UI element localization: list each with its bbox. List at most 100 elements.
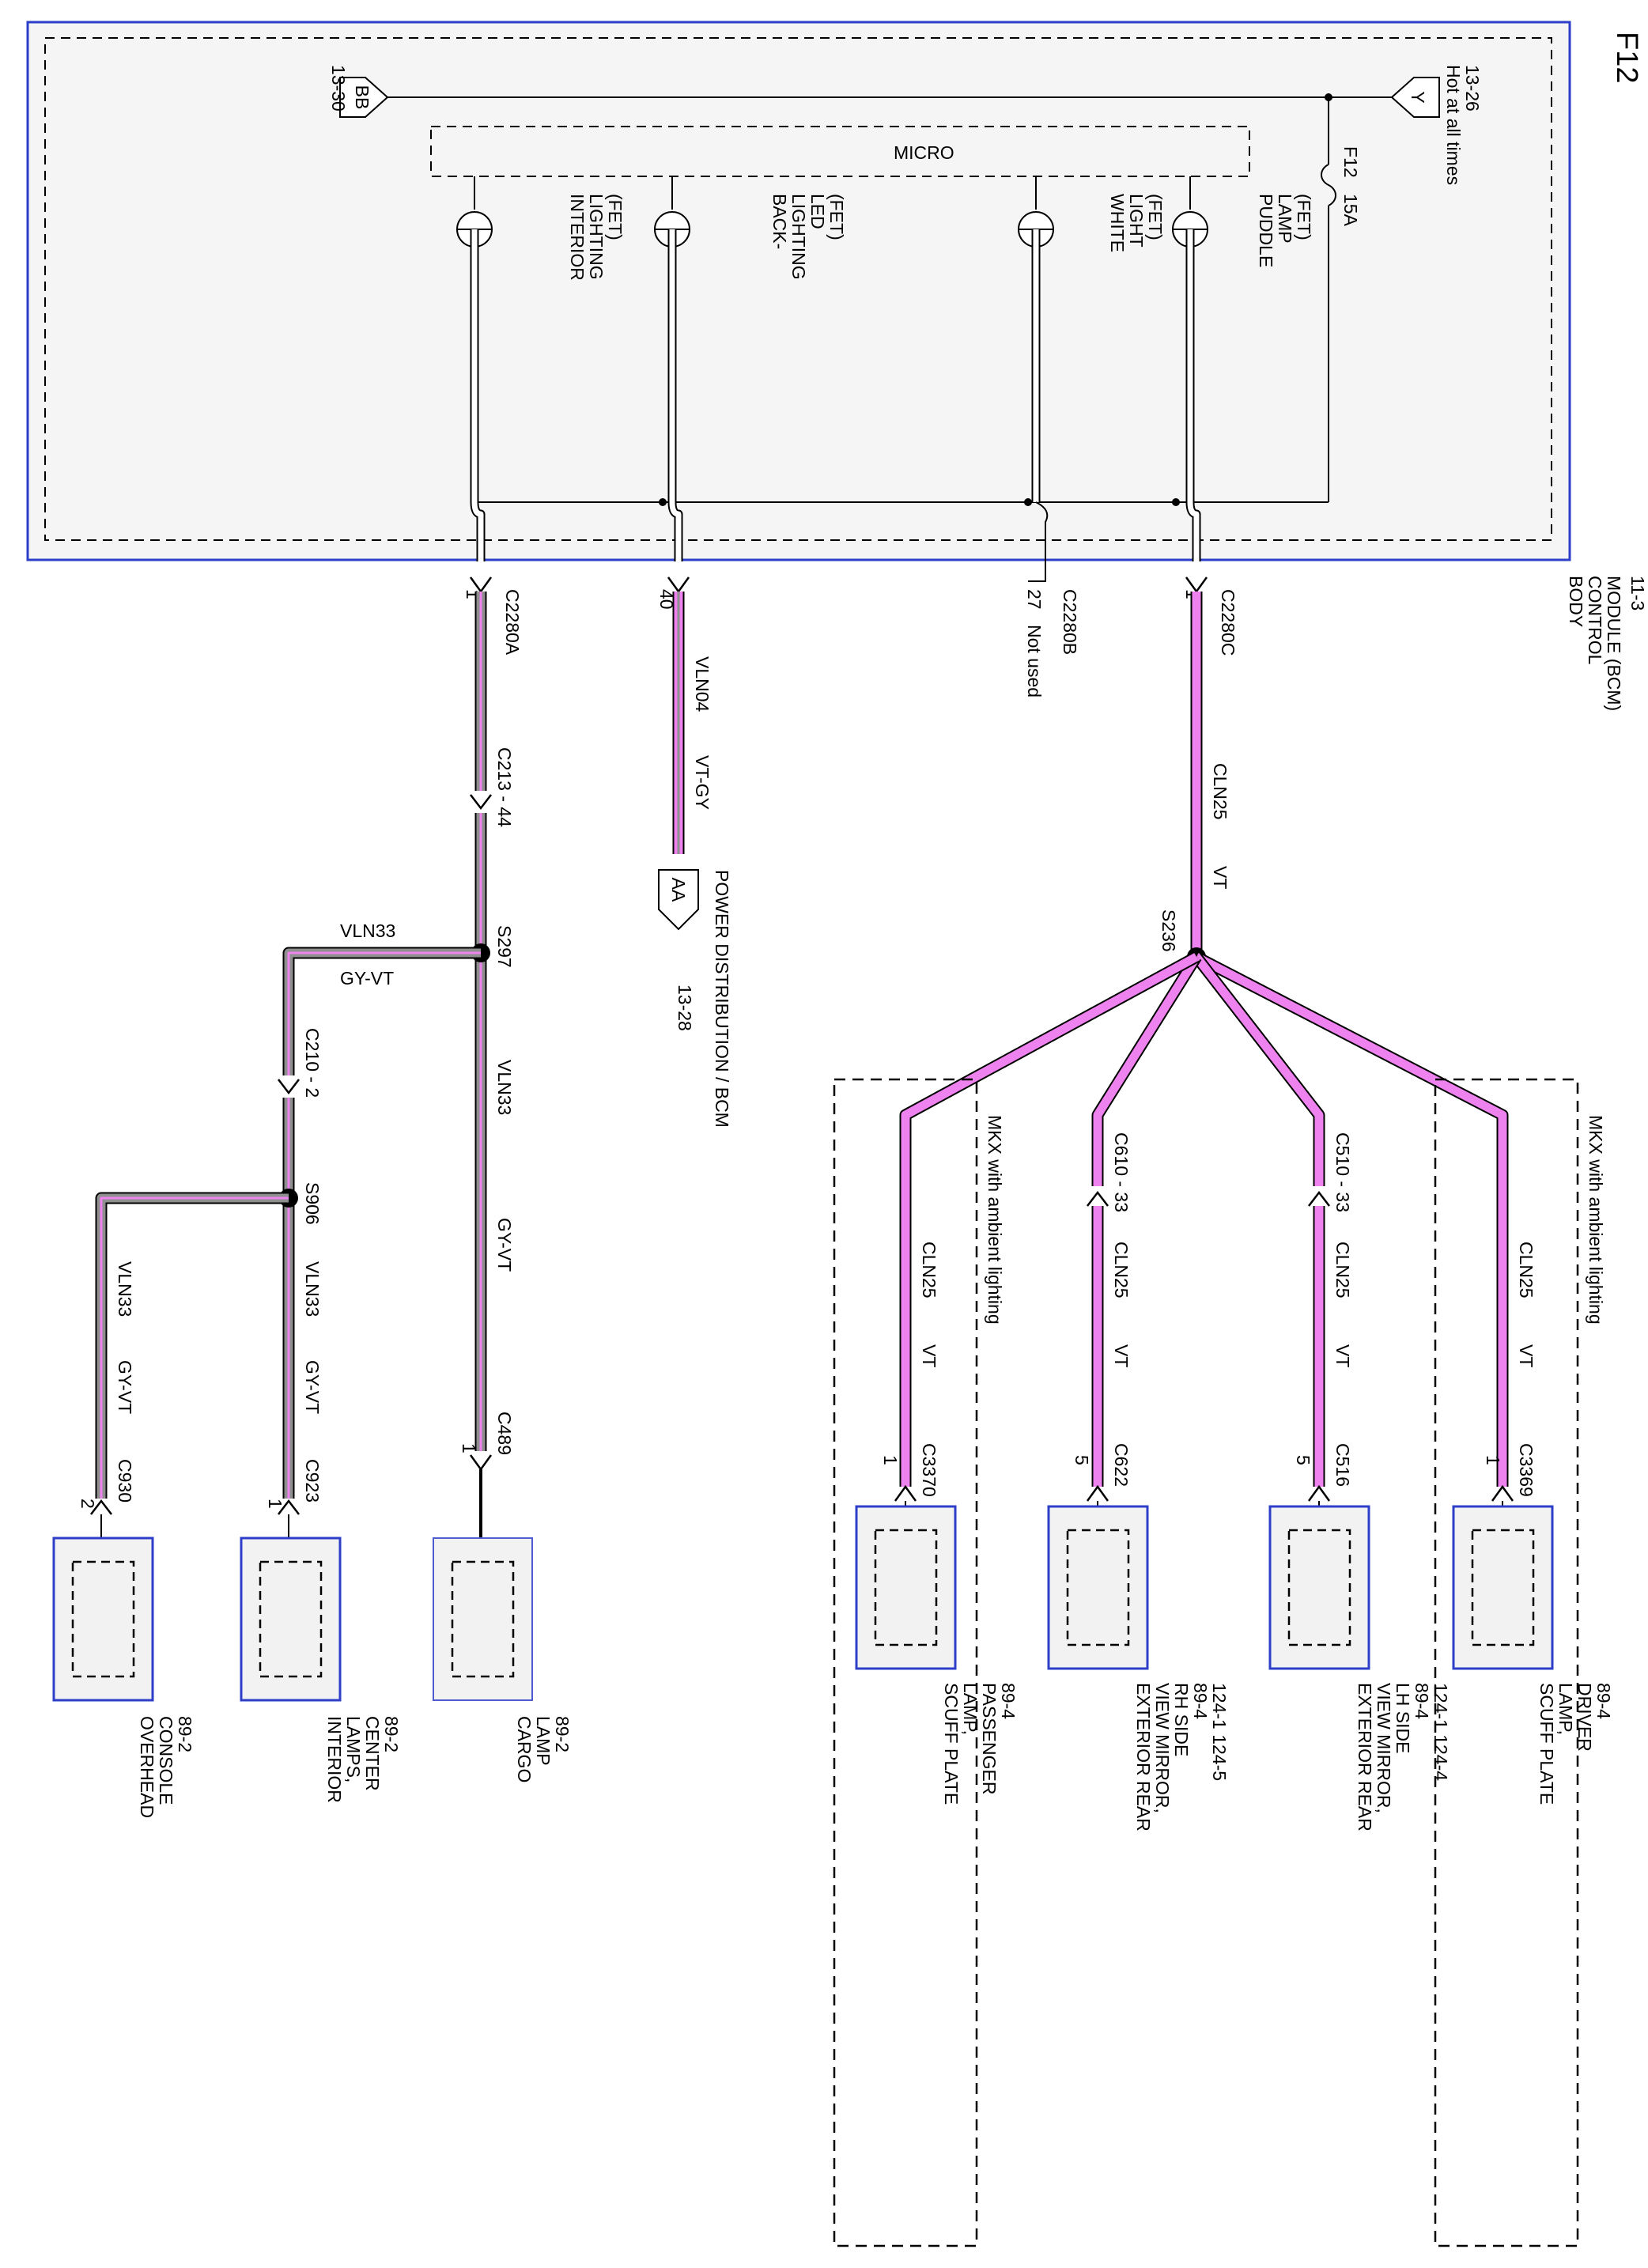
vt-pass-label: VT bbox=[919, 1344, 939, 1367]
label-interior-lamps: INTERIORLAMPS,CENTER89-2 bbox=[324, 1716, 402, 1803]
power-dist-ref: 13-28 bbox=[675, 985, 695, 1031]
cln25-main-color: VT bbox=[1210, 866, 1230, 889]
wire-vln33-branch-s297 bbox=[287, 951, 481, 1075]
c489-label: C489 bbox=[494, 1412, 515, 1455]
wire-cln25-rh-mirror-a bbox=[1093, 954, 1200, 1186]
s906-label: S906 bbox=[302, 1182, 323, 1225]
c516-label: C516 bbox=[1332, 1443, 1353, 1487]
inline-c213 bbox=[470, 794, 492, 811]
c3370-label: C3370 bbox=[919, 1443, 939, 1497]
s297-label: S297 bbox=[494, 925, 515, 968]
hot-tag: Y bbox=[1408, 91, 1428, 103]
cln25-driver-label: CLN25 bbox=[1516, 1242, 1536, 1298]
component-overhead-console bbox=[52, 1514, 154, 1702]
fet-backlighting-led bbox=[654, 176, 690, 561]
vln04-circuit: VLN04 bbox=[692, 656, 712, 713]
c3369-pin: 1 bbox=[1483, 1455, 1503, 1465]
label-scuff-passenger: SCUFF PLATELAMP,PASSENGER89-4 bbox=[941, 1683, 1019, 1805]
c489-pin: 1 bbox=[459, 1443, 479, 1453]
vln33-trunk-color: GY-VT bbox=[494, 1218, 515, 1272]
option-label-driver: MKX with ambient lighting bbox=[1586, 1115, 1606, 1325]
c213-label: C213 - 44 bbox=[494, 747, 515, 827]
component-scuff-passenger bbox=[855, 1501, 957, 1670]
pin-c516 bbox=[1307, 1484, 1331, 1502]
c930-label: C930 bbox=[115, 1459, 135, 1503]
inline-c610 bbox=[1087, 1190, 1109, 1207]
inline-c210 bbox=[278, 1079, 300, 1095]
hot-terminal-y bbox=[1390, 77, 1440, 118]
option-label-passenger: MKX with ambient lighting bbox=[985, 1115, 1005, 1325]
wire-cln25-passenger bbox=[901, 953, 1199, 1487]
c622-label: C622 bbox=[1111, 1443, 1132, 1487]
fet-white-light bbox=[1018, 176, 1054, 582]
pin-c3370 bbox=[894, 1484, 917, 1502]
fet-label-puddle: PUDDLELAMP(FET) bbox=[1256, 194, 1314, 267]
wire-cln25-lh-mirror-a bbox=[1193, 954, 1324, 1186]
c610-label: C610 - 33 bbox=[1111, 1132, 1132, 1212]
fet-puddle-lamp bbox=[1172, 176, 1208, 561]
c516-pin: 5 bbox=[1293, 1455, 1313, 1465]
label-rh-mirror: EXTERIOR REARVIEW MIRROR,RH SIDE89-4124-… bbox=[1133, 1683, 1230, 1831]
hot-ref: 13-26 bbox=[1462, 65, 1483, 112]
c923-label: C923 bbox=[302, 1459, 323, 1503]
pin-c923 bbox=[278, 1499, 300, 1515]
bcm-inner-dashed bbox=[44, 37, 1552, 541]
wire-vln33-to-c930 bbox=[100, 1196, 289, 1499]
ground-terminal-bb bbox=[339, 77, 389, 118]
fet-label-backlighting: BACK-LIGHTINGLED(FET) bbox=[769, 194, 847, 280]
vln33-branch-color: GY-VT bbox=[340, 968, 394, 988]
vln04-color: VT-GY bbox=[692, 755, 712, 810]
label-lh-mirror: EXTERIOR REARVIEW MIRROR,LH SIDE89-4124-… bbox=[1355, 1683, 1451, 1831]
component-cargo-lamp bbox=[433, 1469, 533, 1701]
bcm-name: BODYCONTROLMODULE (BCM) 11-3151-15151-20 bbox=[1566, 576, 1648, 716]
s236-label: S236 bbox=[1159, 909, 1179, 952]
c622-pin: 5 bbox=[1072, 1455, 1092, 1465]
component-lh-mirror bbox=[1268, 1501, 1370, 1670]
component-interior-lamps bbox=[240, 1514, 342, 1702]
vln33-c923-circuit: VLN33 bbox=[302, 1261, 323, 1317]
conn-c2280a: C2280A bbox=[502, 589, 523, 656]
fuse-f12-symbol bbox=[1321, 164, 1336, 206]
label-cargo-lamp: CARGOLAMP89-2 bbox=[514, 1716, 573, 1782]
page-id: F12 bbox=[1610, 32, 1643, 83]
vln33-c930-circuit: VLN33 bbox=[115, 1261, 135, 1317]
vt-lh-label: VT bbox=[1332, 1344, 1353, 1367]
vln33-c923-color: GY-VT bbox=[302, 1360, 323, 1414]
fet-label-interior: INTERIORLIGHTING(FET) bbox=[567, 194, 626, 281]
hot-label: Hot at all times bbox=[1443, 65, 1464, 185]
ground-tag: BB bbox=[352, 85, 372, 110]
cln25-pass-label: CLN25 bbox=[919, 1242, 939, 1298]
bcm-frame bbox=[26, 21, 1571, 561]
fuse-rating: 15A bbox=[1340, 194, 1361, 227]
inline-c510 bbox=[1308, 1190, 1330, 1207]
c3370-pin: 1 bbox=[880, 1455, 901, 1465]
micro-box bbox=[430, 126, 1250, 177]
ground-ref: 13-30 bbox=[328, 65, 349, 112]
fet-label-white: WHITELIGHT(FET) bbox=[1107, 194, 1166, 252]
aa-tag: AA bbox=[668, 878, 689, 902]
pin-c489 bbox=[469, 1454, 493, 1472]
power-dist-label: POWER DISTRIBUTION / BCM bbox=[712, 870, 732, 1128]
vt-rh-label: VT bbox=[1111, 1344, 1132, 1367]
fet-interior-lighting bbox=[456, 176, 493, 561]
vt-driver-label: VT bbox=[1516, 1344, 1536, 1367]
cln25-lh-label: CLN25 bbox=[1332, 1242, 1353, 1298]
conn-c2280c: C2280C bbox=[1218, 589, 1238, 656]
vln33-branch-circuit: VLN33 bbox=[340, 920, 395, 941]
cln25-rh-label: CLN25 bbox=[1111, 1242, 1132, 1298]
wire-cln25-driver bbox=[1194, 953, 1507, 1487]
c923-pin: 1 bbox=[265, 1499, 285, 1509]
pin-c622 bbox=[1086, 1484, 1109, 1502]
pin-c930 bbox=[90, 1499, 112, 1515]
label-overhead-console: OVERHEADCONSOLE89-2 bbox=[137, 1716, 195, 1818]
cln25-main-circuit: CLN25 bbox=[1210, 763, 1230, 820]
c510-label: C510 - 33 bbox=[1332, 1132, 1353, 1212]
c210-label: C210 - 2 bbox=[302, 1028, 323, 1098]
vln33-c930-color: GY-VT bbox=[115, 1360, 135, 1414]
c930-pin: 2 bbox=[77, 1499, 98, 1509]
fuse-id: F12 bbox=[1340, 146, 1361, 178]
conn-c2280b: C2280B bbox=[1060, 589, 1080, 655]
micro-label: MICRO bbox=[894, 142, 954, 163]
power-dist-connector-aa bbox=[658, 869, 699, 931]
